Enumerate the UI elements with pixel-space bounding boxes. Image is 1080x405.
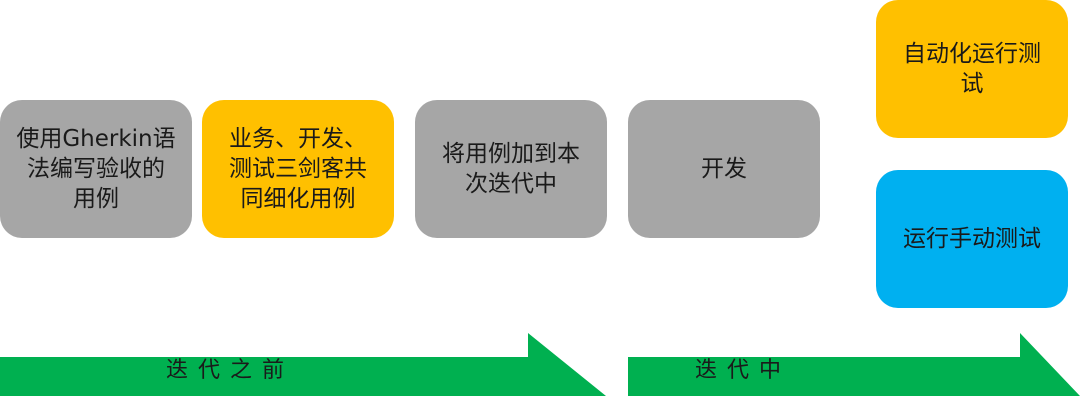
step-label: 开发: [701, 156, 747, 182]
step-label: 业务、开发、 测试三剑客共 同细化用例: [229, 126, 367, 212]
step-write-gherkin-cases: 使用Gherkin语 法编写验收的 用例: [0, 100, 192, 238]
arrow-right-icon: [628, 333, 1080, 396]
phase-arrow-before-iteration: 迭代之前: [0, 333, 606, 396]
step-add-cases-to-iteration: 将用例加到本 次迭代中: [415, 100, 607, 238]
step-label: 运行手动测试: [903, 226, 1041, 252]
step-development: 开发: [628, 100, 820, 238]
step-run-manual-tests: 运行手动测试: [876, 170, 1068, 308]
phase-label: 迭代中: [694, 358, 791, 383]
step-label: 将用例加到本 次迭代中: [442, 141, 580, 197]
step-refine-cases-together: 业务、开发、 测试三剑客共 同细化用例: [202, 100, 394, 238]
phase-label: 迭代之前: [165, 358, 294, 383]
arrow-right-icon: [0, 333, 606, 396]
step-label: 自动化运行测 试: [903, 41, 1041, 97]
step-run-automated-tests: 自动化运行测 试: [876, 0, 1068, 138]
phase-arrow-during-iteration: 迭代中: [628, 333, 1080, 396]
step-label: 使用Gherkin语 法编写验收的 用例: [16, 126, 176, 212]
